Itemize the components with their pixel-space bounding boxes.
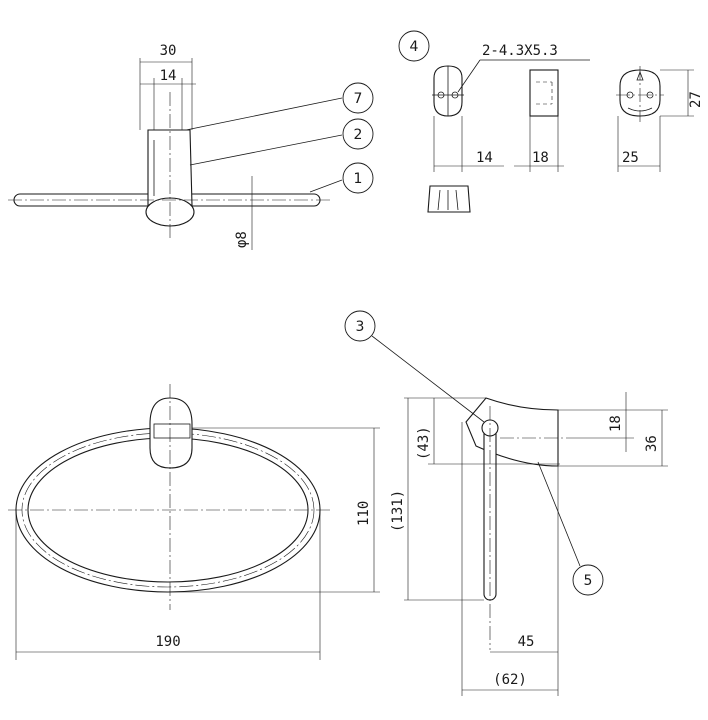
bracket-bottom	[427, 185, 471, 213]
dim-b18-label: 18	[532, 150, 549, 166]
leader-7	[185, 97, 343, 131]
balloon-4	[398, 30, 430, 62]
dim-14-label: 14	[160, 68, 177, 84]
dim-190-label: 190	[155, 634, 180, 650]
side-view: 3 5 (131) (43) 18 36 45 (62)	[344, 310, 668, 696]
dim-b25-label: 25	[622, 150, 639, 166]
bracket-views: 4 2-4.3X5.3 14 18 27	[398, 30, 704, 213]
leader-3	[371, 335, 485, 423]
ring-mount-collar	[153, 423, 191, 439]
dim-phi8-label: φ8	[234, 231, 250, 248]
balloon-3	[344, 310, 376, 342]
dim-131-label: (131)	[390, 490, 406, 532]
top-view: 30 14 φ8 7 2 1	[8, 43, 374, 250]
front-view: 110 190	[8, 384, 380, 660]
leader-2	[189, 134, 343, 166]
side-mount-body	[465, 397, 559, 467]
balloon-7-label: 7	[354, 91, 363, 107]
bracket-side	[529, 69, 559, 117]
dim-43-label: (43)	[416, 426, 432, 460]
leader-screw-holes	[457, 59, 481, 93]
balloon-7	[342, 82, 374, 114]
balloon-4-label: 4	[410, 39, 419, 55]
balloon-2	[342, 118, 374, 150]
dim-screw-holes-label: 2-4.3X5.3	[482, 43, 558, 59]
balloon-1	[342, 162, 374, 194]
balloon-5-label: 5	[584, 573, 593, 589]
bracket-bottom-rib-1	[437, 189, 441, 211]
dim-30-label: 30	[160, 43, 177, 59]
dim-s18-label: 18	[608, 415, 624, 432]
bracket-bottom-rib-3	[455, 189, 459, 211]
ring-mount	[149, 397, 193, 469]
balloon-5	[572, 564, 604, 596]
leader-1	[309, 179, 343, 193]
dim-110-label: 110	[356, 501, 372, 526]
balloon-2-label: 2	[354, 127, 363, 143]
dim-s36-label: 36	[644, 435, 660, 452]
balloon-3-label: 3	[356, 319, 365, 335]
dim-b27-label: 27	[688, 91, 704, 108]
dim-62-label: (62)	[493, 672, 527, 688]
leader-5	[537, 461, 581, 567]
dim-b14-label: 14	[476, 150, 493, 166]
dim-45-label: 45	[518, 634, 535, 650]
balloon-1-label: 1	[354, 171, 363, 187]
